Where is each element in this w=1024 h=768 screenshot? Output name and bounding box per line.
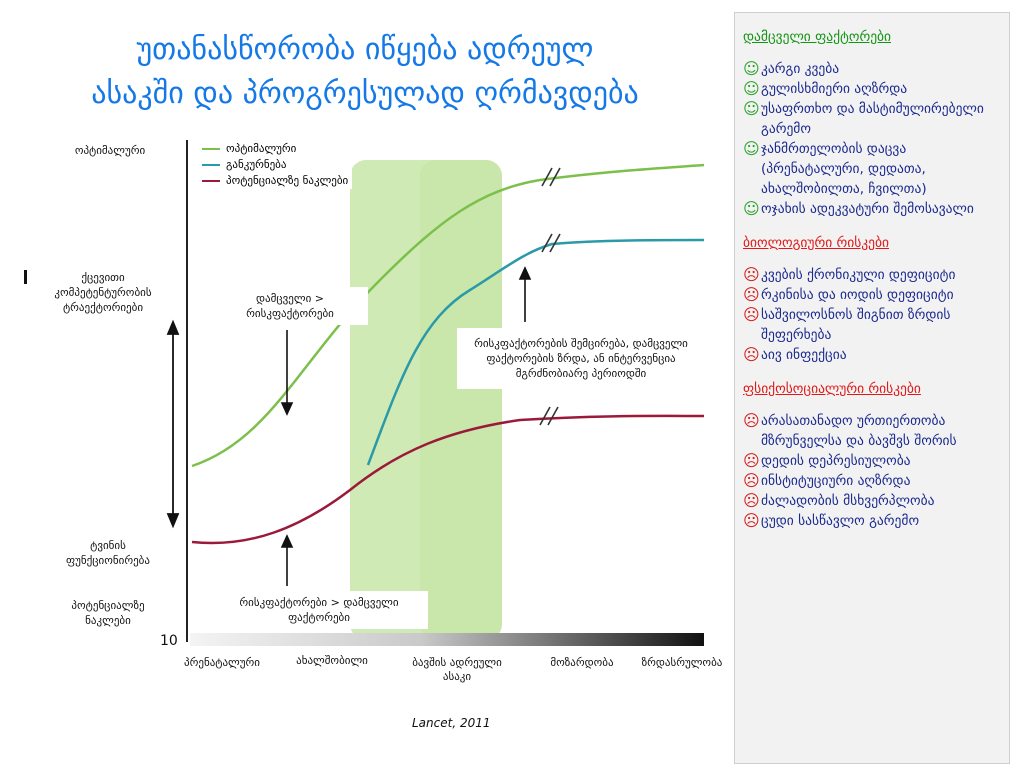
- legend-item: ოპტიმალური: [202, 141, 348, 157]
- protective-factors-section: დამცველი ფაქტორები ☺კარგი კვება ☺გულისხმ…: [743, 27, 1001, 219]
- list-item: ☹კვების ქრონიკული დეფიციტი: [743, 265, 956, 284]
- legend-swatch-below: [202, 180, 220, 182]
- arrow-up-reduction: [518, 266, 532, 322]
- psychosocial-risks-section: ფსიქოსოციალური რისკები ☹არასათანადო ურთი…: [743, 379, 1001, 531]
- arrow-up-risk: [280, 534, 294, 586]
- box-risk-reduction: რისკფაქტორების შემცირება, დამცველი ფაქტო…: [457, 328, 705, 389]
- frown-icon: ☹: [743, 471, 760, 490]
- label-optimal: ოპტიმალური: [62, 143, 158, 158]
- recovery-trajectory: [366, 238, 705, 466]
- psychosocial-risks-title: ფსიქოსოციალური რისკები: [743, 381, 921, 397]
- list-item: ☹ინსტიტუციური აღზრდა: [743, 471, 911, 490]
- label-below-potential: პოტენციალზე ნაკლები: [60, 598, 156, 628]
- double-arrow: [166, 319, 180, 529]
- smile-icon: ☺: [743, 199, 760, 218]
- x-label-adulthood: ზრდასრულობა: [641, 656, 723, 669]
- biological-risks-title: ბიოლოგიური რისკები: [743, 235, 889, 251]
- frown-icon: ☹: [743, 265, 760, 284]
- list-item: ☹აივ ინფექცია: [743, 345, 847, 364]
- frown-icon: ☹: [743, 451, 760, 470]
- list-item: ☺უსაფრთხო და მასტიმულირებელი გარემო: [743, 99, 984, 137]
- frown-icon: ☹: [743, 345, 760, 364]
- smile-icon: ☺: [743, 79, 760, 98]
- page-title: უთანასწორობა იწყება ადრეულ ასაკში და პრო…: [0, 28, 730, 116]
- y-tick-label: 10: [160, 633, 178, 649]
- smile-icon: ☺: [743, 59, 760, 78]
- label-brain-function: ტვინის ფუნქციონირება: [52, 538, 164, 568]
- arrow-down-protective: [280, 330, 294, 416]
- legend-item: განკურნება: [202, 157, 348, 173]
- smile-icon: ☺: [743, 99, 760, 118]
- frown-icon: ☹: [743, 285, 760, 304]
- sensitive-period-band-lower: [420, 160, 502, 640]
- list-item: ☺ჯანმრთელობის დაცვა (პრენატალური, დედათა…: [743, 139, 927, 197]
- frown-icon: ☹: [743, 491, 760, 510]
- legend-swatch-optimal: [202, 148, 220, 150]
- frown-icon: ☹: [743, 411, 760, 430]
- factors-panel: დამცველი ფაქტორები ☺კარგი კვება ☺გულისხმ…: [734, 12, 1010, 764]
- optimal-trajectory: [191, 163, 705, 468]
- biological-risks-section: ბიოლოგიური რისკები ☹კვების ქრონიკული დეფ…: [743, 233, 1001, 365]
- list-item: ☹დედის დეპრესიულობა: [743, 451, 911, 470]
- list-item: ☺კარგი კვება: [743, 59, 840, 78]
- smile-icon: ☺: [743, 139, 760, 158]
- axis-break-marks: [539, 167, 561, 426]
- label-cognitive-trajectories: ქცევითი კომპეტენტურობის ტრაექტორიები: [38, 270, 168, 315]
- x-label-early-childhood: ბავშის ადრეული ასაკი: [412, 656, 502, 683]
- trajectory-diagram: [24, 140, 705, 646]
- protective-factors-title: დამცველი ფაქტორები: [743, 29, 892, 45]
- box-risk-over-protective: რისკფაქტორები > დამცველი ფაქტორები: [210, 591, 428, 629]
- box-protective-over-risk: დამცველი > რისკფაქტორები: [212, 287, 368, 325]
- list-item: ☹რკინისა და იოდის დეფიციტი: [743, 285, 954, 304]
- legend: ოპტიმალური განკურნება პოტენციალზე ნაკლებ…: [202, 141, 353, 189]
- list-item: ☺ოჯახის ადეკვატური შემოსავალი: [743, 199, 974, 218]
- list-item: ☹არასათანადო ურთიერთობა მზრუნველსა და ბა…: [743, 411, 957, 449]
- list-item: ☹ცუდი სასწავლო გარემო: [743, 511, 920, 530]
- title-line-2: ასაკში და პროგრესულად ღრმავდება: [91, 76, 639, 111]
- below-potential-trajectory: [191, 414, 705, 545]
- list-item: ☹საშვილოსნოს შიგნით ზრდის შეფერხება: [743, 305, 951, 343]
- frown-icon: ☹: [743, 305, 760, 324]
- title-line-1: უთანასწორობა იწყება ადრეულ: [136, 32, 594, 67]
- age-gradient-bar: [190, 633, 704, 646]
- frown-icon: ☹: [743, 511, 760, 530]
- list-item: ☺გულისხმიერი აღზრდა: [743, 79, 908, 98]
- legend-swatch-recovery: [202, 164, 220, 166]
- x-label-adolescence: მოზარდობა: [550, 656, 614, 669]
- list-item: ☹ძალადობის მსხვერპლობა: [743, 491, 935, 510]
- legend-item: პოტენციალზე ნაკლები: [202, 173, 348, 189]
- citation: Lancet, 2011: [412, 716, 491, 730]
- x-label-prenatal: პრენატალური: [184, 656, 260, 669]
- x-label-newborn: ახალშობილი: [296, 654, 368, 667]
